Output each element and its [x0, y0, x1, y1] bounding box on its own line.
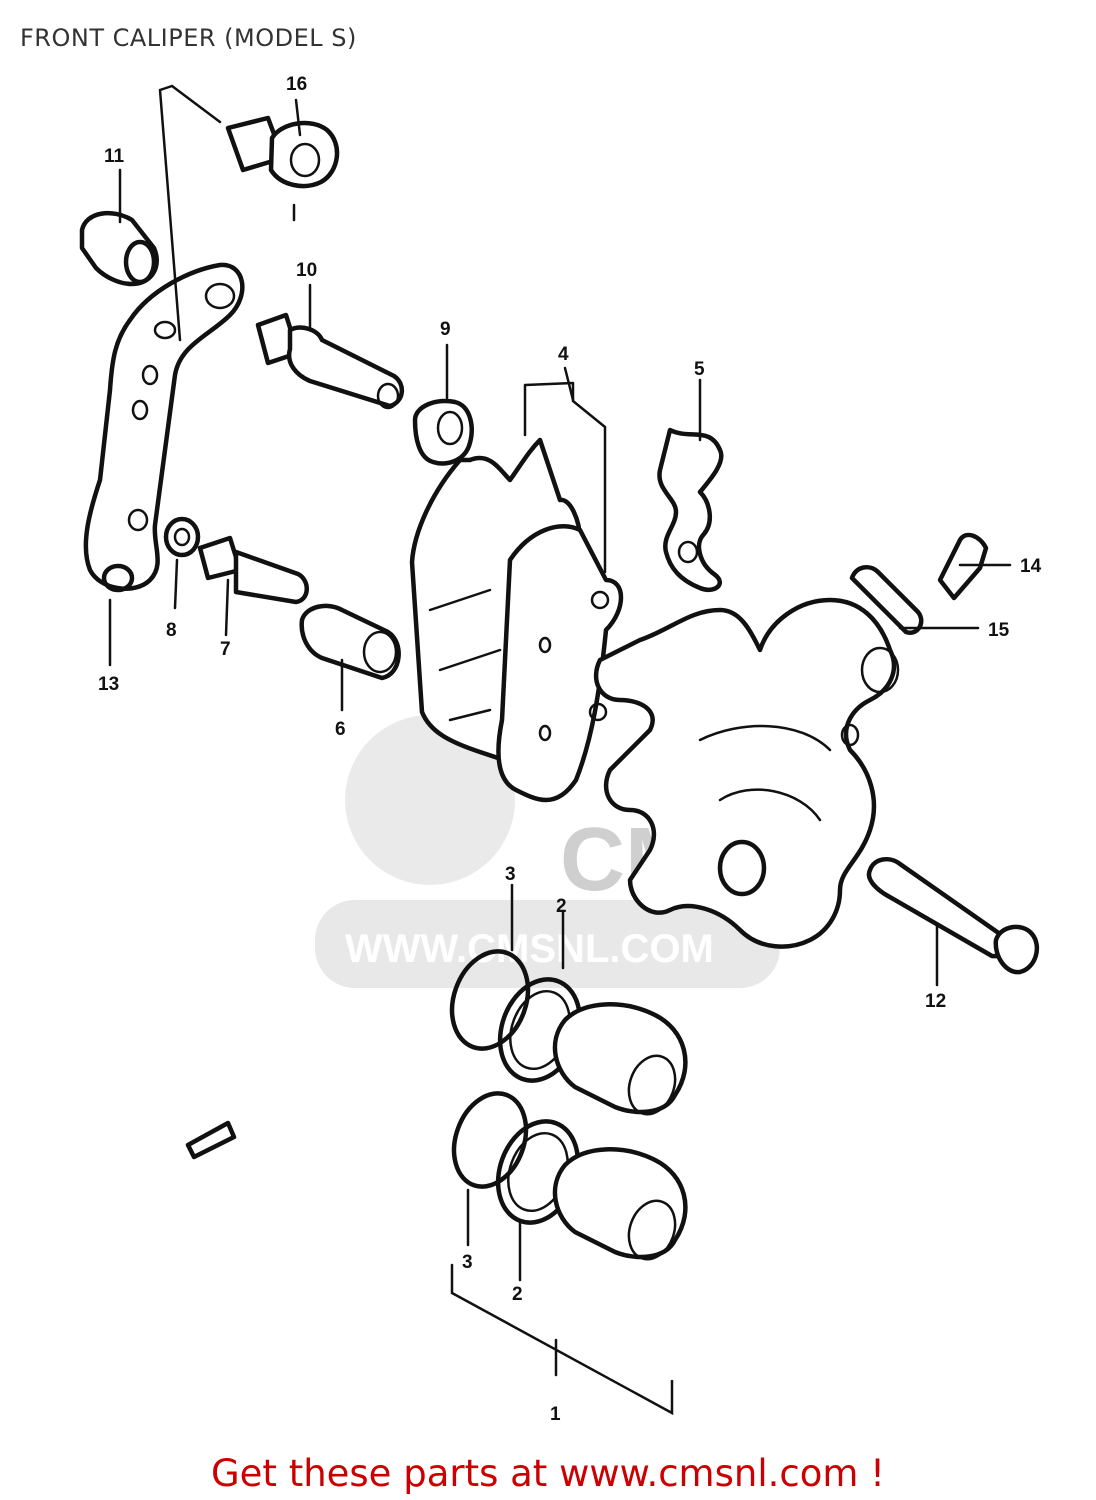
- part-9-boot: [412, 343, 474, 466]
- callout-8: 8: [166, 620, 177, 641]
- part-5-spring: [657, 378, 724, 592]
- part-15-cap: [849, 564, 980, 635]
- watermark-url: WWW.CMSNL.COM: [345, 927, 714, 971]
- callout-16: 16: [286, 74, 307, 95]
- callout-14: 14: [1020, 556, 1042, 577]
- callout-12: 12: [925, 991, 946, 1012]
- callout-4: 4: [558, 344, 569, 365]
- piston-set-a: [449, 883, 688, 1116]
- callout-3b: 3: [462, 1252, 473, 1273]
- part-6-bolt: [299, 603, 401, 712]
- caliper-body: [593, 597, 900, 949]
- callout-9: 9: [440, 319, 451, 340]
- callout-11: 11: [104, 146, 125, 167]
- part-16-bolt: [225, 98, 340, 222]
- callout-13: 13: [98, 674, 119, 695]
- callout-15: 15: [988, 620, 1010, 641]
- leader-16-13: [158, 84, 222, 342]
- callout-7: 7: [220, 639, 231, 660]
- footer-link[interactable]: Get these parts at www.cmsnl.com !: [210, 1452, 885, 1495]
- callout-10: 10: [296, 260, 317, 281]
- watermark: CMS WWW.CMSNL.COM: [315, 715, 780, 988]
- part-10-pin: [255, 283, 404, 410]
- callout-3a: 3: [505, 864, 516, 885]
- front-arrow-icon: [185, 1120, 237, 1160]
- part-7-pin: [197, 535, 309, 637]
- part-11-bush: [79, 168, 159, 287]
- exploded-parts-diagram: CMS WWW.CMSNL.COM: [79, 74, 1042, 1425]
- part-13-bracket: [83, 262, 245, 667]
- part-8-washer: [163, 516, 201, 610]
- piston-set-b: [450, 1091, 688, 1416]
- callout-2a: 2: [556, 896, 567, 917]
- callout-1: 1: [550, 1404, 561, 1425]
- part-4-pads: [409, 366, 624, 803]
- callout-2b: 2: [512, 1284, 523, 1305]
- callout-5: 5: [694, 359, 705, 380]
- part-14-bleeder: [937, 532, 1012, 601]
- diagram-title: FRONT CALIPER (MODEL S): [20, 24, 357, 52]
- part-12-bolt: [866, 856, 1040, 987]
- callout-6: 6: [335, 719, 346, 740]
